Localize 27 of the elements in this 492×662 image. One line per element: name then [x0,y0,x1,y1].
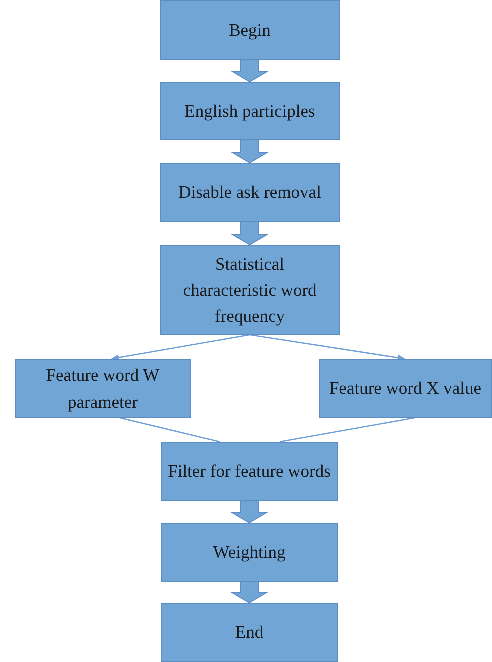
box-label: Weighting [212,541,287,564]
process-box [161,442,338,501]
box-label: Feature word W parameter [45,364,161,414]
block-arrow [230,500,268,524]
arrow [250,334,406,362]
process-box [161,603,338,662]
connector-line [120,417,220,443]
process-box [160,245,340,335]
box-label: English participles [184,100,316,123]
box-label: Statistical characteristic word frequency [182,252,318,328]
box-label: Feature word X value [328,377,483,400]
process-box [160,163,340,222]
box-label: Begin [228,18,272,42]
box-label: Filter for feature words [167,460,332,484]
arrow [111,334,250,361]
box-label: Disable ask removal [178,181,322,204]
process-box [319,359,492,418]
process-box [15,359,191,418]
block-arrow [231,140,269,164]
block-arrow [231,60,269,83]
connector-line [280,417,416,443]
block-arrow [230,582,268,604]
process-box [160,82,340,140]
box-label: End [234,621,265,644]
process-box [161,523,338,582]
block-arrow [231,222,269,246]
process-box [160,0,340,60]
